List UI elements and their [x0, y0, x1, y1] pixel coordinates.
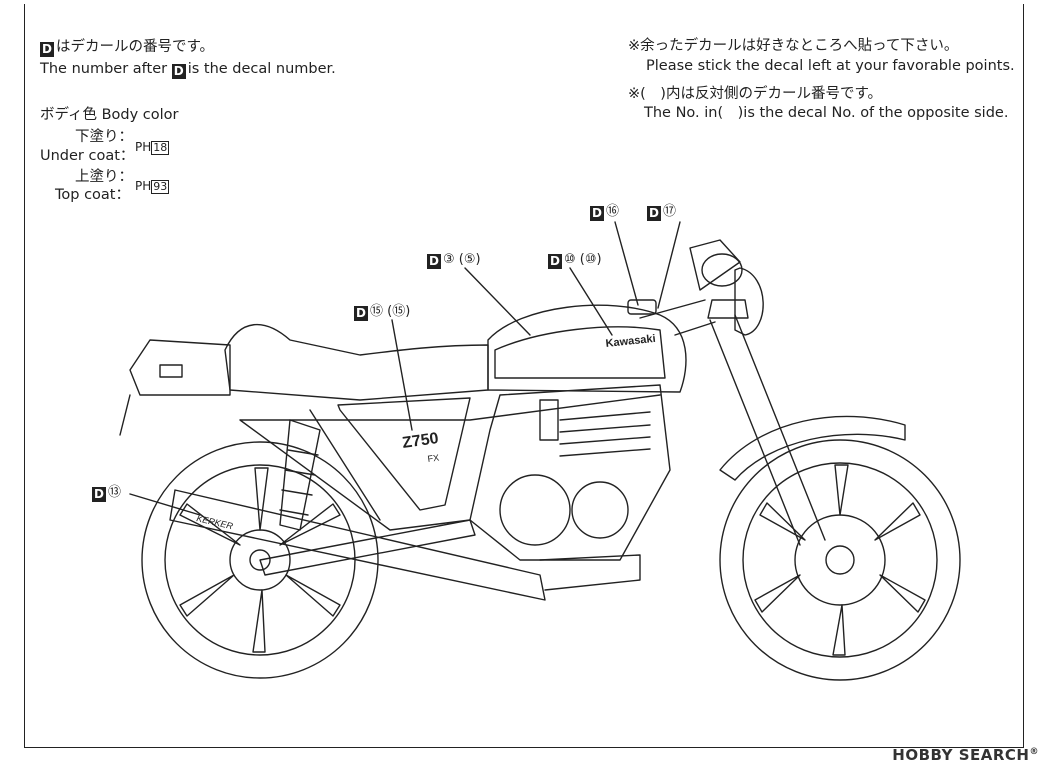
engine-cover-left — [499, 474, 571, 546]
leader-13 — [129, 493, 201, 516]
hobby-search-watermark: HOBBY SEARCH® — [892, 746, 1039, 764]
opposite-note-jp: ※( )内は反対側のデカール番号です。 — [628, 86, 883, 102]
under-coat-en: Under coat： — [40, 148, 135, 164]
headlight — [734, 267, 764, 336]
swingarm — [259, 519, 476, 576]
top-coat-en: Top coat： — [55, 187, 130, 203]
tank-logo: Kawasaki — [605, 333, 656, 350]
top-coat-jp: 上塗り： — [75, 169, 133, 185]
engine — [469, 384, 671, 561]
decal-marker: D — [40, 42, 54, 57]
sheet-frame — [24, 4, 1024, 748]
exhaust-logo: KERKER — [196, 513, 235, 531]
under-coat-jp: 下塗り： — [75, 129, 133, 145]
front-tire — [719, 439, 961, 681]
leader-15 — [391, 319, 413, 431]
tail-cowl — [129, 339, 231, 396]
leftover-note-en: Please stick the decal left at your favo… — [646, 58, 1015, 74]
front-fork — [709, 314, 826, 546]
body-color-title: ボディ色 Body color — [40, 107, 179, 123]
leader-10 — [569, 267, 613, 336]
leader-17 — [657, 221, 681, 309]
leftover-note-jp: ※余ったデカールは好きなところへ貼って下さい。 — [628, 38, 959, 54]
exhaust-pipe — [169, 489, 546, 601]
front-fender — [719, 415, 906, 481]
leader-16 — [614, 221, 639, 306]
side-model-logo: Z750 — [401, 430, 440, 452]
engine-cover-right — [571, 481, 629, 539]
fuel-tank — [487, 304, 687, 393]
front-rim — [742, 462, 938, 658]
frame — [239, 394, 661, 531]
handlebar — [639, 299, 716, 336]
leader-3 — [464, 267, 531, 336]
rear-tire — [141, 441, 379, 679]
side-cover — [337, 397, 471, 511]
front-disc — [794, 514, 886, 606]
side-sub-logo: FX — [427, 452, 440, 464]
seat — [224, 324, 489, 401]
opposite-note-en: The No. in( )is the decal No. of the opp… — [644, 105, 1009, 121]
decal-marker: D — [171, 64, 186, 79]
